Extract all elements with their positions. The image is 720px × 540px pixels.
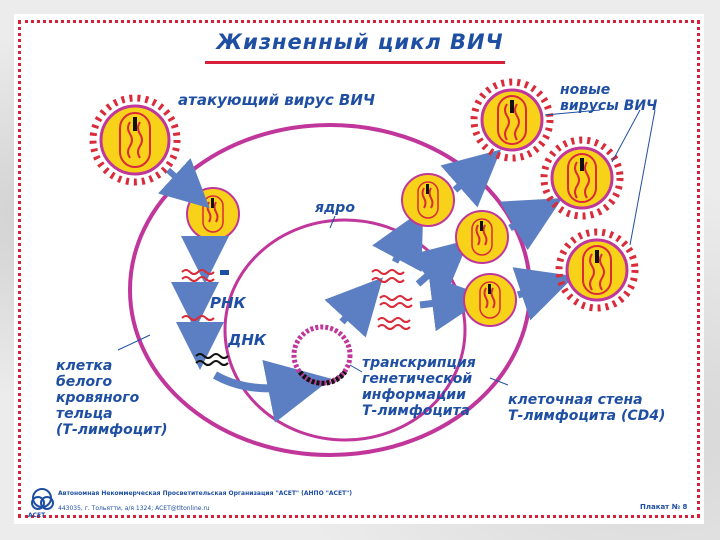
mature-virus-1 [470,78,554,162]
arrow-budding-1 [440,149,502,208]
mature-virus-2 [540,136,624,220]
t-cell-line5: (Т-лимфоцит) [56,422,168,438]
poster-border [18,20,700,518]
attacking-virus [89,94,181,186]
integrated-dna-ring [291,324,353,386]
nucleus-label: ядро [315,200,355,216]
cell-wall-line2: Т-лимфоцита (CD4) [508,408,666,424]
t-cell-line4: тельца [56,406,113,422]
transcription-label: транскрипция генетической информации Т-л… [362,355,476,419]
viral-rna-copies [371,269,413,330]
mature-virus-3 [555,228,639,312]
dna-double [195,353,229,366]
transcription-line3: информации [362,387,466,403]
new-viruses-line2: вирусы ВИЧ [560,98,658,114]
footer-organization: Автономная Некоммерческая Просветительск… [58,490,352,497]
transcription-line1: транскрипция [362,355,476,371]
transcription-line2: генетической [362,371,473,387]
title-underline [205,61,505,64]
arrow-budding-2 [499,198,563,251]
new-virus-core-3 [463,273,517,327]
arrow-integration [213,359,332,423]
footer-address: 443035, г. Тольятти, а/я 1324; ACET@tlto… [58,505,210,512]
cell-label-pointer [117,334,151,351]
page-title: Жизненный цикл ВИЧ [216,30,504,54]
cell-wall-label: клеточная стена Т-лимфоцита (CD4) [508,392,665,424]
rna-label: РНК [210,294,246,312]
virus-core-entering [186,187,240,241]
arrow-assembly-2 [408,239,470,298]
acet-logo-icon [31,488,54,510]
new-viruses-line1: новые [560,82,611,98]
arrow-entry [158,158,210,209]
new-virus-core-2 [455,210,509,264]
reverse-transcriptase-mark [220,270,229,275]
transcription-line4: Т-лимфоцита [362,403,471,419]
arrow-budding-3 [512,267,575,321]
poster-number: Плакат № 8 [640,503,688,511]
arrow-assembly-1 [372,209,424,272]
cell-wall-line1: клеточная стена [508,392,643,408]
arrow-assembly-3 [419,275,488,332]
t-cell-line2: белого [56,374,113,390]
dna-strands [181,315,215,328]
logo-text: АСЕТ [28,512,46,519]
nucleus-label-pointer [329,215,336,229]
new-virus-core-1 [401,173,455,227]
transcription-label-pointer [349,364,363,373]
new-viruses-pointers [544,109,656,246]
t-cell-label: клетка белого кровяного тельца (Т-лимфоц… [56,358,167,438]
t-cell-line1: клетка [56,358,113,374]
arrow-transcription [324,277,383,338]
cell-wall-label-pointer [489,377,509,386]
rna-strands [181,269,215,282]
dna-label: ДНК [228,331,267,349]
attacking-virus-label: атакующий вирус ВИЧ [178,91,376,109]
t-cell-line3: кровяного [56,390,140,406]
new-viruses-label: новые вирусы ВИЧ [560,82,657,114]
